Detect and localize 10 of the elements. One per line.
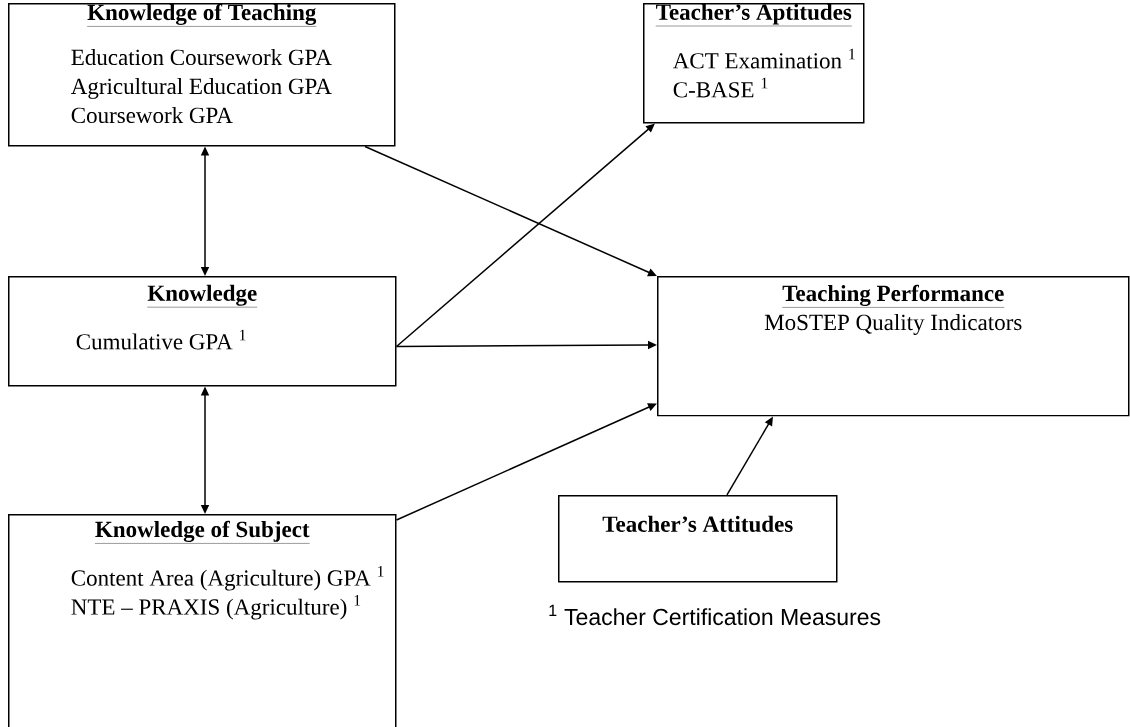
arrow bbox=[395, 123, 655, 348]
text-box: Teacher’s Aptitudes ACT Examination $^{1}$ C-BASE $^{1}$ bbox=[643, 3, 865, 124]
footnote: $^{1}$ Teacher Certification Measures bbox=[549, 604, 881, 626]
text-box: Knowledge of Subject Content Area (Agriculture) GPA $^{1}$ NTE – PRAXIS (Agriculture) $^{1}$ bbox=[8, 514, 397, 727]
text-box: Knowledge Cumulative GPA $^{1}$ bbox=[8, 276, 397, 387]
text-box: Teaching Performance MoSTEP Quality Indicators bbox=[657, 276, 1130, 417]
arrow bbox=[364, 145, 657, 277]
text-box: Knowledge of Teaching Education Coursework GPA Agricultural Education GPA Coursework GPA bbox=[8, 3, 396, 147]
arrow bbox=[395, 403, 657, 521]
text-box: Teacher’s Attitudes bbox=[558, 495, 838, 583]
